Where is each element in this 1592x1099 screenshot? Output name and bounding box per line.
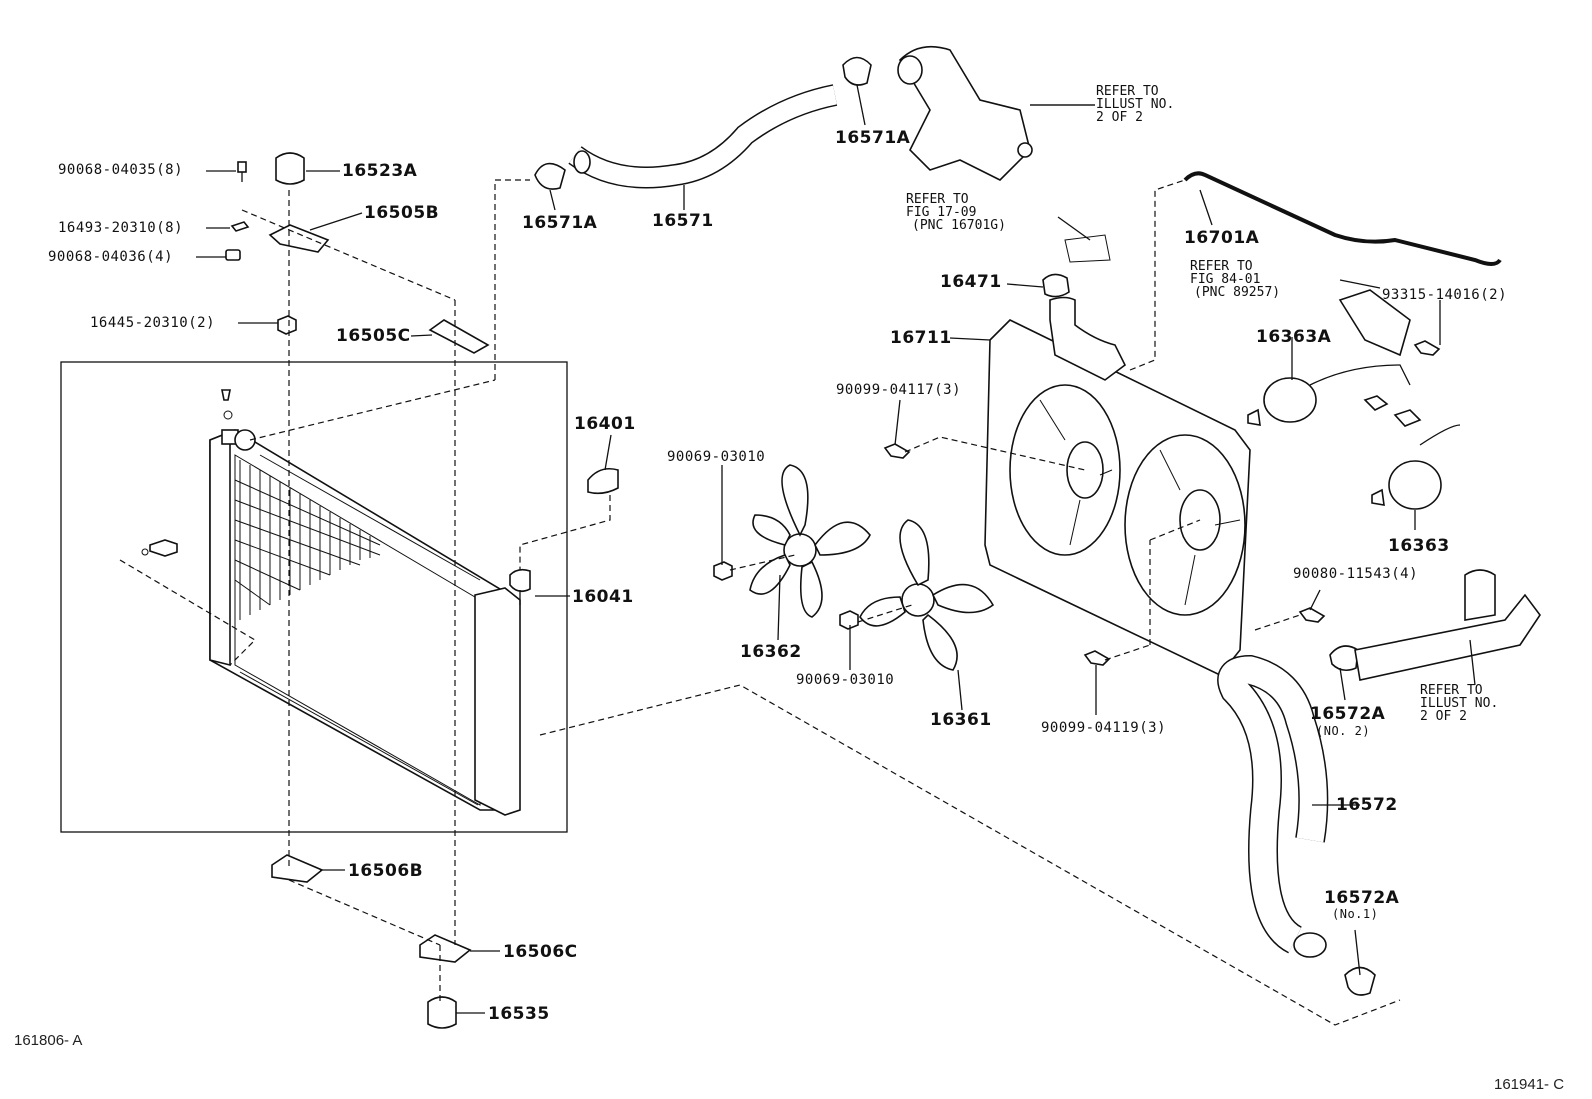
label-16363A: 16363A — [1256, 327, 1332, 347]
label-90099-04117: 90099-04117(3) — [836, 382, 962, 398]
cushion-16535 — [427, 996, 457, 1029]
note-no2: (NO. 2) — [1316, 724, 1371, 738]
label-16041: 16041 — [572, 587, 634, 607]
label-16535: 16535 — [488, 1004, 550, 1024]
fan-motor-16363A — [1247, 364, 1411, 426]
label-16506C: 16506C — [503, 942, 578, 962]
clamp-16571A-top — [842, 56, 872, 86]
bolt-90068-04035 — [237, 161, 247, 173]
bracket-16506B — [271, 854, 324, 883]
label-16361: 16361 — [930, 710, 992, 730]
bolt-90099-04119 — [1083, 650, 1111, 666]
fan-16361 — [859, 519, 995, 671]
label-93315-14016: 93315-14016(2) — [1382, 287, 1508, 303]
lower-radiator-hose — [1218, 656, 1327, 953]
bracket-16506C — [419, 934, 472, 963]
bracket-16505B — [268, 224, 330, 253]
label-16362: 16362 — [740, 642, 802, 662]
nut-90069-left — [713, 561, 733, 581]
water-inlet-pipe — [1354, 593, 1541, 681]
label-16701A: 16701A — [1184, 228, 1260, 248]
radiator-assembly-frame — [60, 361, 568, 833]
radiator-core — [141, 389, 531, 816]
label-16711: 16711 — [890, 328, 952, 348]
label-16401: 16401 — [574, 414, 636, 434]
fan-relay-shape — [1338, 289, 1411, 357]
note-no1: (No.1) — [1332, 907, 1379, 921]
radiator-cap-shape — [587, 467, 619, 495]
reference-note-top: REFER TO ILLUST NO. 2 OF 2 — [1096, 84, 1175, 125]
clamp-16572A-no2 — [1329, 645, 1359, 672]
label-16572: 16572 — [1336, 795, 1398, 815]
bolt-93315-14016 — [1413, 340, 1441, 356]
upper-radiator-hose — [569, 85, 837, 187]
reference-note-fig-17-09: REFER TO FIG 17-09 (PNC 16701G) — [906, 192, 1006, 233]
label-90080-11543: 90080-11543(4) — [1293, 566, 1419, 582]
clamp-16572A-no1 — [1344, 966, 1376, 996]
label-16506B: 16506B — [348, 861, 424, 881]
label-16572A-no1: 16572A — [1324, 888, 1400, 908]
label-16571A-top: 16571A — [835, 128, 911, 148]
figure-code-right: 161941- C — [1494, 1076, 1565, 1093]
cushion-16523A — [275, 152, 305, 185]
fan-shroud — [984, 296, 1251, 676]
label-90099-04119: 90099-04119(3) — [1041, 720, 1167, 736]
bolt-90099-04117 — [883, 443, 911, 459]
bracket-16505C — [428, 319, 490, 354]
label-16445-20310: 16445-20310(2) — [90, 315, 216, 331]
figure-code-left: 161806- A — [14, 1032, 83, 1049]
label-16493-20310: 16493-20310(8) — [58, 220, 184, 236]
fan-motor-16363 — [1371, 424, 1461, 510]
fan-16362 — [749, 464, 871, 618]
washer-16493 — [230, 221, 250, 232]
bolt-90080-11543 — [1298, 607, 1326, 623]
label-16572A-no2: 16572A — [1310, 704, 1386, 724]
insulator-16445 — [277, 315, 297, 335]
reference-note-fig-84-01: REFER TO FIG 84-01 (PNC 89257) — [1190, 259, 1281, 300]
label-16363: 16363 — [1388, 536, 1450, 556]
label-90069-03010-lower: 90069-03010 — [796, 672, 895, 688]
bolt-90068-04036 — [225, 249, 241, 261]
label-16571: 16571 — [652, 211, 714, 231]
reservoir-hose — [1183, 171, 1502, 266]
reference-note-right: REFER TO ILLUST NO. 2 OF 2 — [1420, 683, 1499, 724]
label-16523A: 16523A — [342, 161, 418, 181]
cap-16471 — [1042, 273, 1070, 298]
label-16505B: 16505B — [364, 203, 440, 223]
clamp-16571A-left — [534, 162, 566, 190]
label-16571A-left: 16571A — [522, 213, 598, 233]
label-90069-03010-upper: 90069-03010 — [667, 449, 766, 465]
label-90068-04035: 90068-04035(8) — [58, 162, 184, 178]
nut-90069-right — [839, 610, 859, 630]
water-outlet-housing — [898, 45, 1031, 181]
label-90068-04036: 90068-04036(4) — [48, 249, 174, 265]
label-16471: 16471 — [940, 272, 1002, 292]
label-16505C: 16505C — [336, 326, 411, 346]
